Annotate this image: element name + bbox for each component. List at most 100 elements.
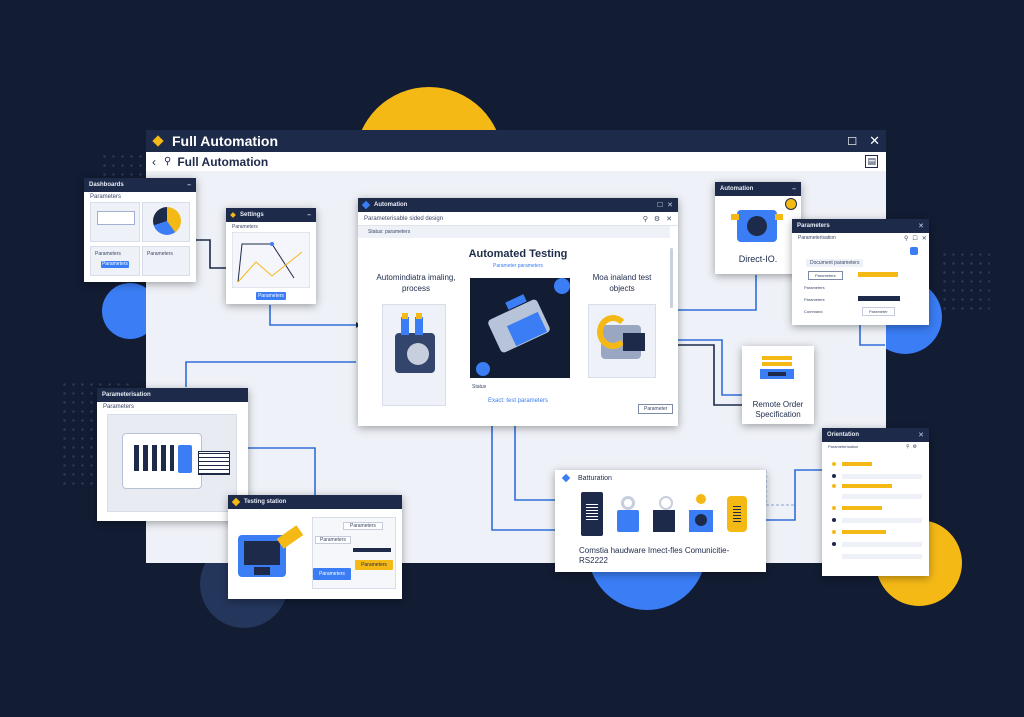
connector-mid-testing <box>248 447 316 495</box>
decor-blue-dot <box>554 278 570 294</box>
panel-preview-c: Parameters Parameters <box>90 246 140 276</box>
list-item[interactable] <box>842 474 922 479</box>
diamond-icon <box>230 212 236 218</box>
search-icon[interactable]: ⚲ <box>904 236 909 242</box>
diamond-icon <box>561 473 571 483</box>
list-item[interactable] <box>842 542 922 547</box>
settings-button-a[interactable]: Parameters <box>808 271 843 280</box>
scrollbar[interactable] <box>670 248 673 308</box>
direct-io-caption: Direct-IO. <box>738 254 778 264</box>
app-title: Full Automation <box>172 133 279 149</box>
center-button[interactable]: Parameter <box>638 404 674 414</box>
minimize-icon[interactable]: – <box>792 185 796 193</box>
panel-center: Automation ☐✕ Parameterisable sided desig… <box>358 198 678 426</box>
connector-bottom-right <box>766 469 822 521</box>
connector-top-left <box>195 239 226 269</box>
connector-left-mid <box>185 361 356 387</box>
panel-header: Automation <box>374 202 408 208</box>
settings-icon[interactable]: ⚙ <box>912 444 918 450</box>
minimize-icon[interactable]: – <box>187 181 191 189</box>
close-icon[interactable]: ✕ <box>918 432 924 439</box>
list-rows <box>832 456 922 568</box>
maximize-icon[interactable]: ☐ <box>847 135 858 148</box>
search-icon[interactable]: ⚲ <box>164 156 172 167</box>
panel-direct-io: Automation – Direct-IO. <box>715 182 801 274</box>
settings-icon[interactable]: ⚙ <box>653 215 661 223</box>
bullet-icon <box>832 484 836 488</box>
panel-remote-order: Remote Order Specification <box>742 346 814 424</box>
info-text: Status: parameters <box>368 229 411 235</box>
list-item[interactable] <box>842 506 882 510</box>
panel-header: Parameterisation <box>102 392 151 398</box>
panel-title: Parameterisation <box>828 444 859 449</box>
list-item[interactable] <box>842 484 892 488</box>
panel-subheader: Parameterisable sided design <box>364 215 444 222</box>
back-arrow-icon[interactable]: ‹ <box>152 154 156 169</box>
hardware-tile-3 <box>653 496 675 536</box>
close-icon[interactable]: ✕ <box>667 202 673 209</box>
remote-order-caption: Remote Order Specification <box>752 400 804 419</box>
maximize-icon[interactable]: ☐ <box>656 202 664 209</box>
panel-title: Parameters <box>232 224 258 230</box>
panel-button[interactable]: Parameters <box>101 261 129 268</box>
hardware-tile-5 <box>727 496 747 532</box>
search-icon[interactable]: ⚲ <box>906 444 910 450</box>
settings-label: Document parameters <box>806 259 864 267</box>
settings-bar-yellow <box>858 272 898 277</box>
panel-header: Orientation <box>827 432 860 438</box>
status-label: Status <box>472 384 487 390</box>
close-icon[interactable]: ✕ <box>869 133 880 148</box>
tool-icon <box>276 525 304 549</box>
status-check-icon <box>785 198 797 210</box>
maximize-icon[interactable]: ☐ <box>912 236 918 242</box>
panel-header: Automation <box>720 186 754 192</box>
panel-header: Batturation <box>578 474 612 482</box>
bullet-icon <box>832 530 836 534</box>
form-row-a: Parameters <box>343 522 383 530</box>
process-image-right <box>588 304 656 378</box>
search-icon[interactable]: ⚲ <box>642 215 648 223</box>
main-title-bar: Full Automation ☐ ✕ <box>146 130 886 152</box>
panel-button[interactable]: Parameters <box>256 292 286 300</box>
list-item[interactable] <box>842 530 886 534</box>
minimize-icon[interactable]: – <box>307 211 311 219</box>
panel-header: Parameters <box>797 223 830 229</box>
list-item[interactable] <box>842 518 922 523</box>
panel-graph: Settings– Parameters Parameters <box>226 208 316 304</box>
left-caption: Automindiatra imaling, process <box>376 273 456 293</box>
settings-button-b[interactable]: Parameter <box>862 307 895 316</box>
print-icon[interactable]: ▤ <box>865 155 878 168</box>
bullet-icon <box>832 518 836 522</box>
center-heading: Automated Testing <box>468 248 568 260</box>
info-strip: Status: parameters <box>358 226 670 238</box>
bullet-icon <box>832 474 836 478</box>
list-item[interactable] <box>842 554 922 559</box>
connector-graph-center <box>269 305 356 326</box>
panel-header: Testing station <box>244 499 287 505</box>
hardware-tile-1 <box>581 492 603 536</box>
connector-center-direct-io <box>678 275 757 311</box>
form-card: Parameters Parameters Parameters Paramet… <box>312 517 396 589</box>
testing-button-b[interactable]: Parameters <box>355 560 393 570</box>
hardware-preview <box>107 414 237 512</box>
list-item[interactable] <box>842 462 872 466</box>
diamond-icon <box>231 497 241 507</box>
close-icon[interactable]: ✕ <box>918 223 924 230</box>
close-icon[interactable]: ✕ <box>666 215 672 223</box>
device-illustration <box>238 535 286 577</box>
close-icon[interactable]: ✕ <box>921 236 927 242</box>
test-parameters-link[interactable]: Exact: test parameters <box>487 398 549 404</box>
panel-bottom-center: Batturation Comstia haudware Imect-fles … <box>555 470 766 572</box>
panel-testing-station: Testing station Parameters Parameters Pa… <box>228 495 402 599</box>
form-row-b[interactable]: Parameters <box>315 536 351 544</box>
connector-dashed <box>765 470 795 506</box>
hardware-tile-4 <box>689 494 713 536</box>
list-item[interactable] <box>842 494 922 499</box>
testing-button-a[interactable]: Parameters <box>313 568 351 580</box>
panel-right-settings: Parameters✕ Parameterisation ⚲☐✕ Documen… <box>792 219 929 325</box>
gauge-icon <box>153 207 181 235</box>
panel-preview-d: Parameters <box>142 246 190 276</box>
diamond-icon <box>361 200 371 210</box>
decor-dots-right <box>940 250 990 310</box>
